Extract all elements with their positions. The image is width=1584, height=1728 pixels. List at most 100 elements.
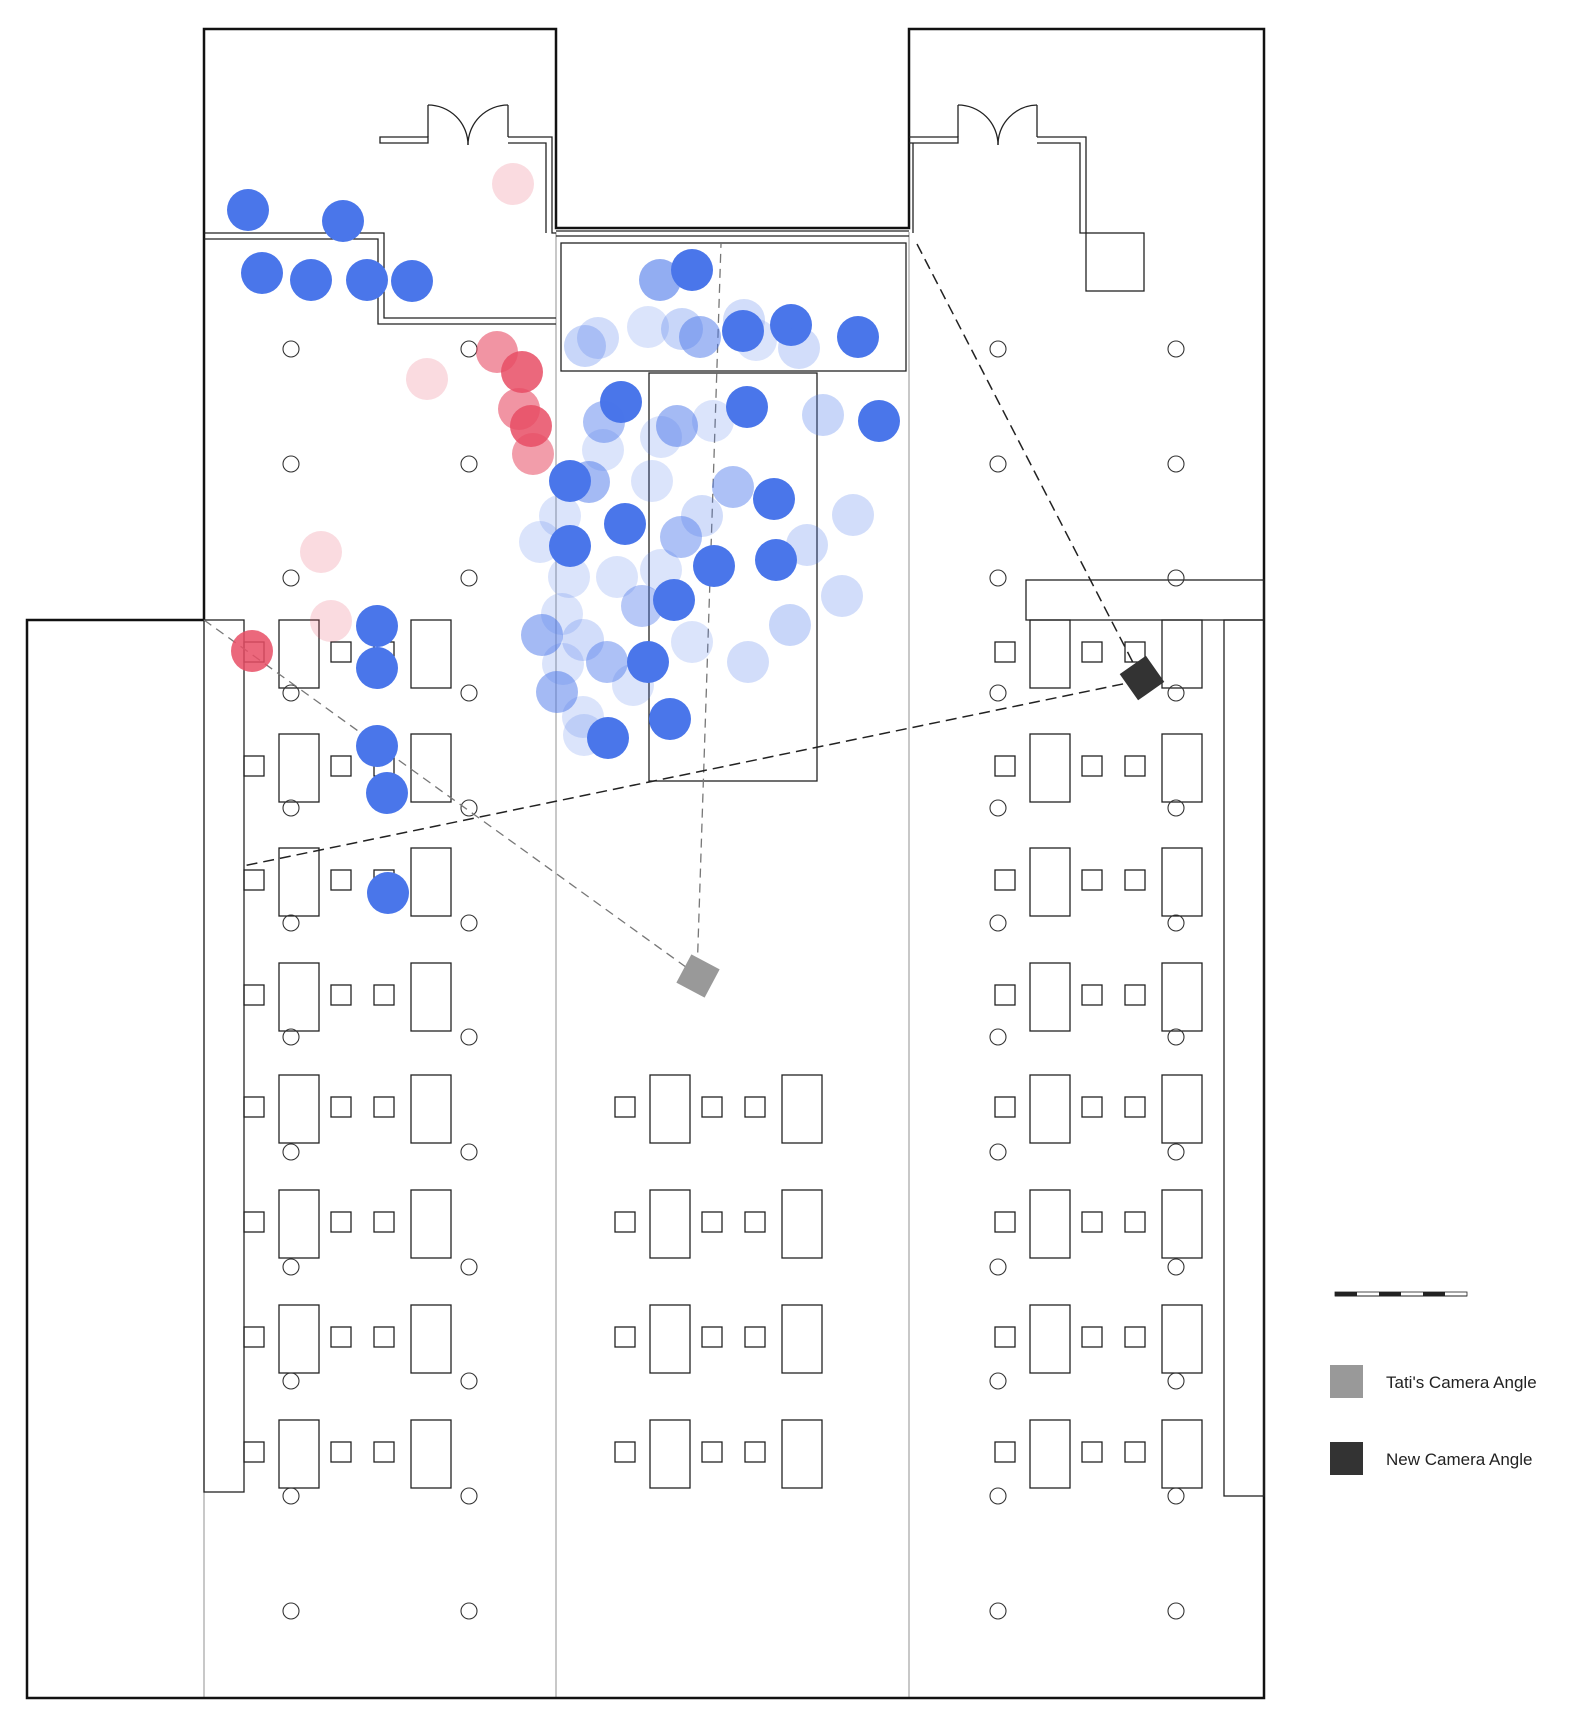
occupant-marker-blue	[671, 249, 713, 291]
stool	[1081, 1441, 1103, 1463]
occupant-marker-blue	[671, 621, 713, 663]
table	[278, 847, 320, 917]
furniture-layer	[243, 619, 1203, 1489]
stool	[1081, 1326, 1103, 1348]
left-door	[379, 104, 556, 234]
occupant-marker-blue	[536, 671, 578, 713]
stool	[994, 641, 1016, 663]
counter-top	[560, 242, 907, 372]
column	[282, 1143, 300, 1161]
column	[282, 1372, 300, 1390]
stool	[1124, 984, 1146, 1006]
column	[989, 1602, 1007, 1620]
stool	[614, 1441, 636, 1463]
stool	[1124, 1211, 1146, 1233]
occupant-marker-blue	[356, 647, 398, 689]
column	[282, 799, 300, 817]
table	[1161, 962, 1203, 1032]
column	[282, 1602, 300, 1620]
tati-camera-marker	[676, 954, 720, 998]
stool	[994, 1211, 1016, 1233]
stool	[994, 1326, 1016, 1348]
table	[1161, 1304, 1203, 1374]
stool	[243, 755, 265, 777]
column	[989, 1258, 1007, 1276]
stool	[744, 1211, 766, 1233]
table	[410, 1304, 452, 1374]
occupant-marker-blue	[227, 189, 269, 231]
table	[649, 1189, 691, 1259]
tati-legend-label: Tati's Camera Angle	[1386, 1373, 1537, 1392]
stool	[744, 1096, 766, 1118]
column	[989, 569, 1007, 587]
occupant-marker-red	[300, 531, 342, 573]
right-column-box	[1085, 232, 1145, 292]
column	[460, 455, 478, 473]
column	[460, 1258, 478, 1276]
column	[282, 1028, 300, 1046]
occupant-marker-blue	[241, 252, 283, 294]
new-legend-swatch	[1330, 1442, 1363, 1475]
table	[410, 847, 452, 917]
building-outline	[25, 27, 1266, 1700]
column	[989, 1372, 1007, 1390]
table	[278, 1074, 320, 1144]
stool	[330, 641, 352, 663]
table	[1161, 1189, 1203, 1259]
occupant-marker-red	[501, 351, 543, 393]
occupant-marker-blue	[612, 664, 654, 706]
table	[1029, 1304, 1071, 1374]
column	[460, 1372, 478, 1390]
table	[781, 1419, 823, 1489]
table	[278, 1304, 320, 1374]
occupant-marker-red	[512, 433, 554, 475]
occupant-marker-blue	[755, 539, 797, 581]
column	[1167, 799, 1185, 817]
table	[278, 619, 320, 689]
table	[1161, 847, 1203, 917]
stool	[1081, 1096, 1103, 1118]
occupancy-markers	[227, 163, 900, 914]
occupant-marker-blue	[727, 641, 769, 683]
stool	[243, 1441, 265, 1463]
stool	[994, 869, 1016, 891]
column	[1167, 1028, 1185, 1046]
tati-legend-swatch	[1330, 1365, 1363, 1398]
occupant-marker-blue	[521, 614, 563, 656]
stool	[330, 984, 352, 1006]
column	[282, 1258, 300, 1276]
stool	[1081, 1211, 1103, 1233]
stool	[614, 1211, 636, 1233]
table	[1161, 1074, 1203, 1144]
column	[989, 340, 1007, 358]
table	[410, 1419, 452, 1489]
column	[460, 340, 478, 358]
column	[989, 1028, 1007, 1046]
column	[1167, 1258, 1185, 1276]
stool	[373, 1441, 395, 1463]
occupant-marker-blue	[346, 259, 388, 301]
table	[1029, 847, 1071, 917]
column	[1167, 1602, 1185, 1620]
stool	[1081, 869, 1103, 891]
table	[1029, 733, 1071, 803]
left-bench	[203, 619, 245, 1493]
occupant-marker-blue	[621, 585, 663, 627]
table	[1029, 619, 1071, 689]
stool	[243, 1211, 265, 1233]
center-counter	[556, 230, 909, 782]
stool	[1081, 755, 1103, 777]
stool	[243, 984, 265, 1006]
stool	[614, 1096, 636, 1118]
table	[278, 962, 320, 1032]
stool	[1081, 641, 1103, 663]
center-long-table	[648, 372, 818, 782]
column	[460, 1487, 478, 1505]
stool	[1124, 1096, 1146, 1118]
column	[460, 684, 478, 702]
column	[282, 340, 300, 358]
occupant-marker-red	[231, 630, 273, 672]
occupant-marker-blue	[640, 416, 682, 458]
stool	[994, 1441, 1016, 1463]
column	[460, 1028, 478, 1046]
